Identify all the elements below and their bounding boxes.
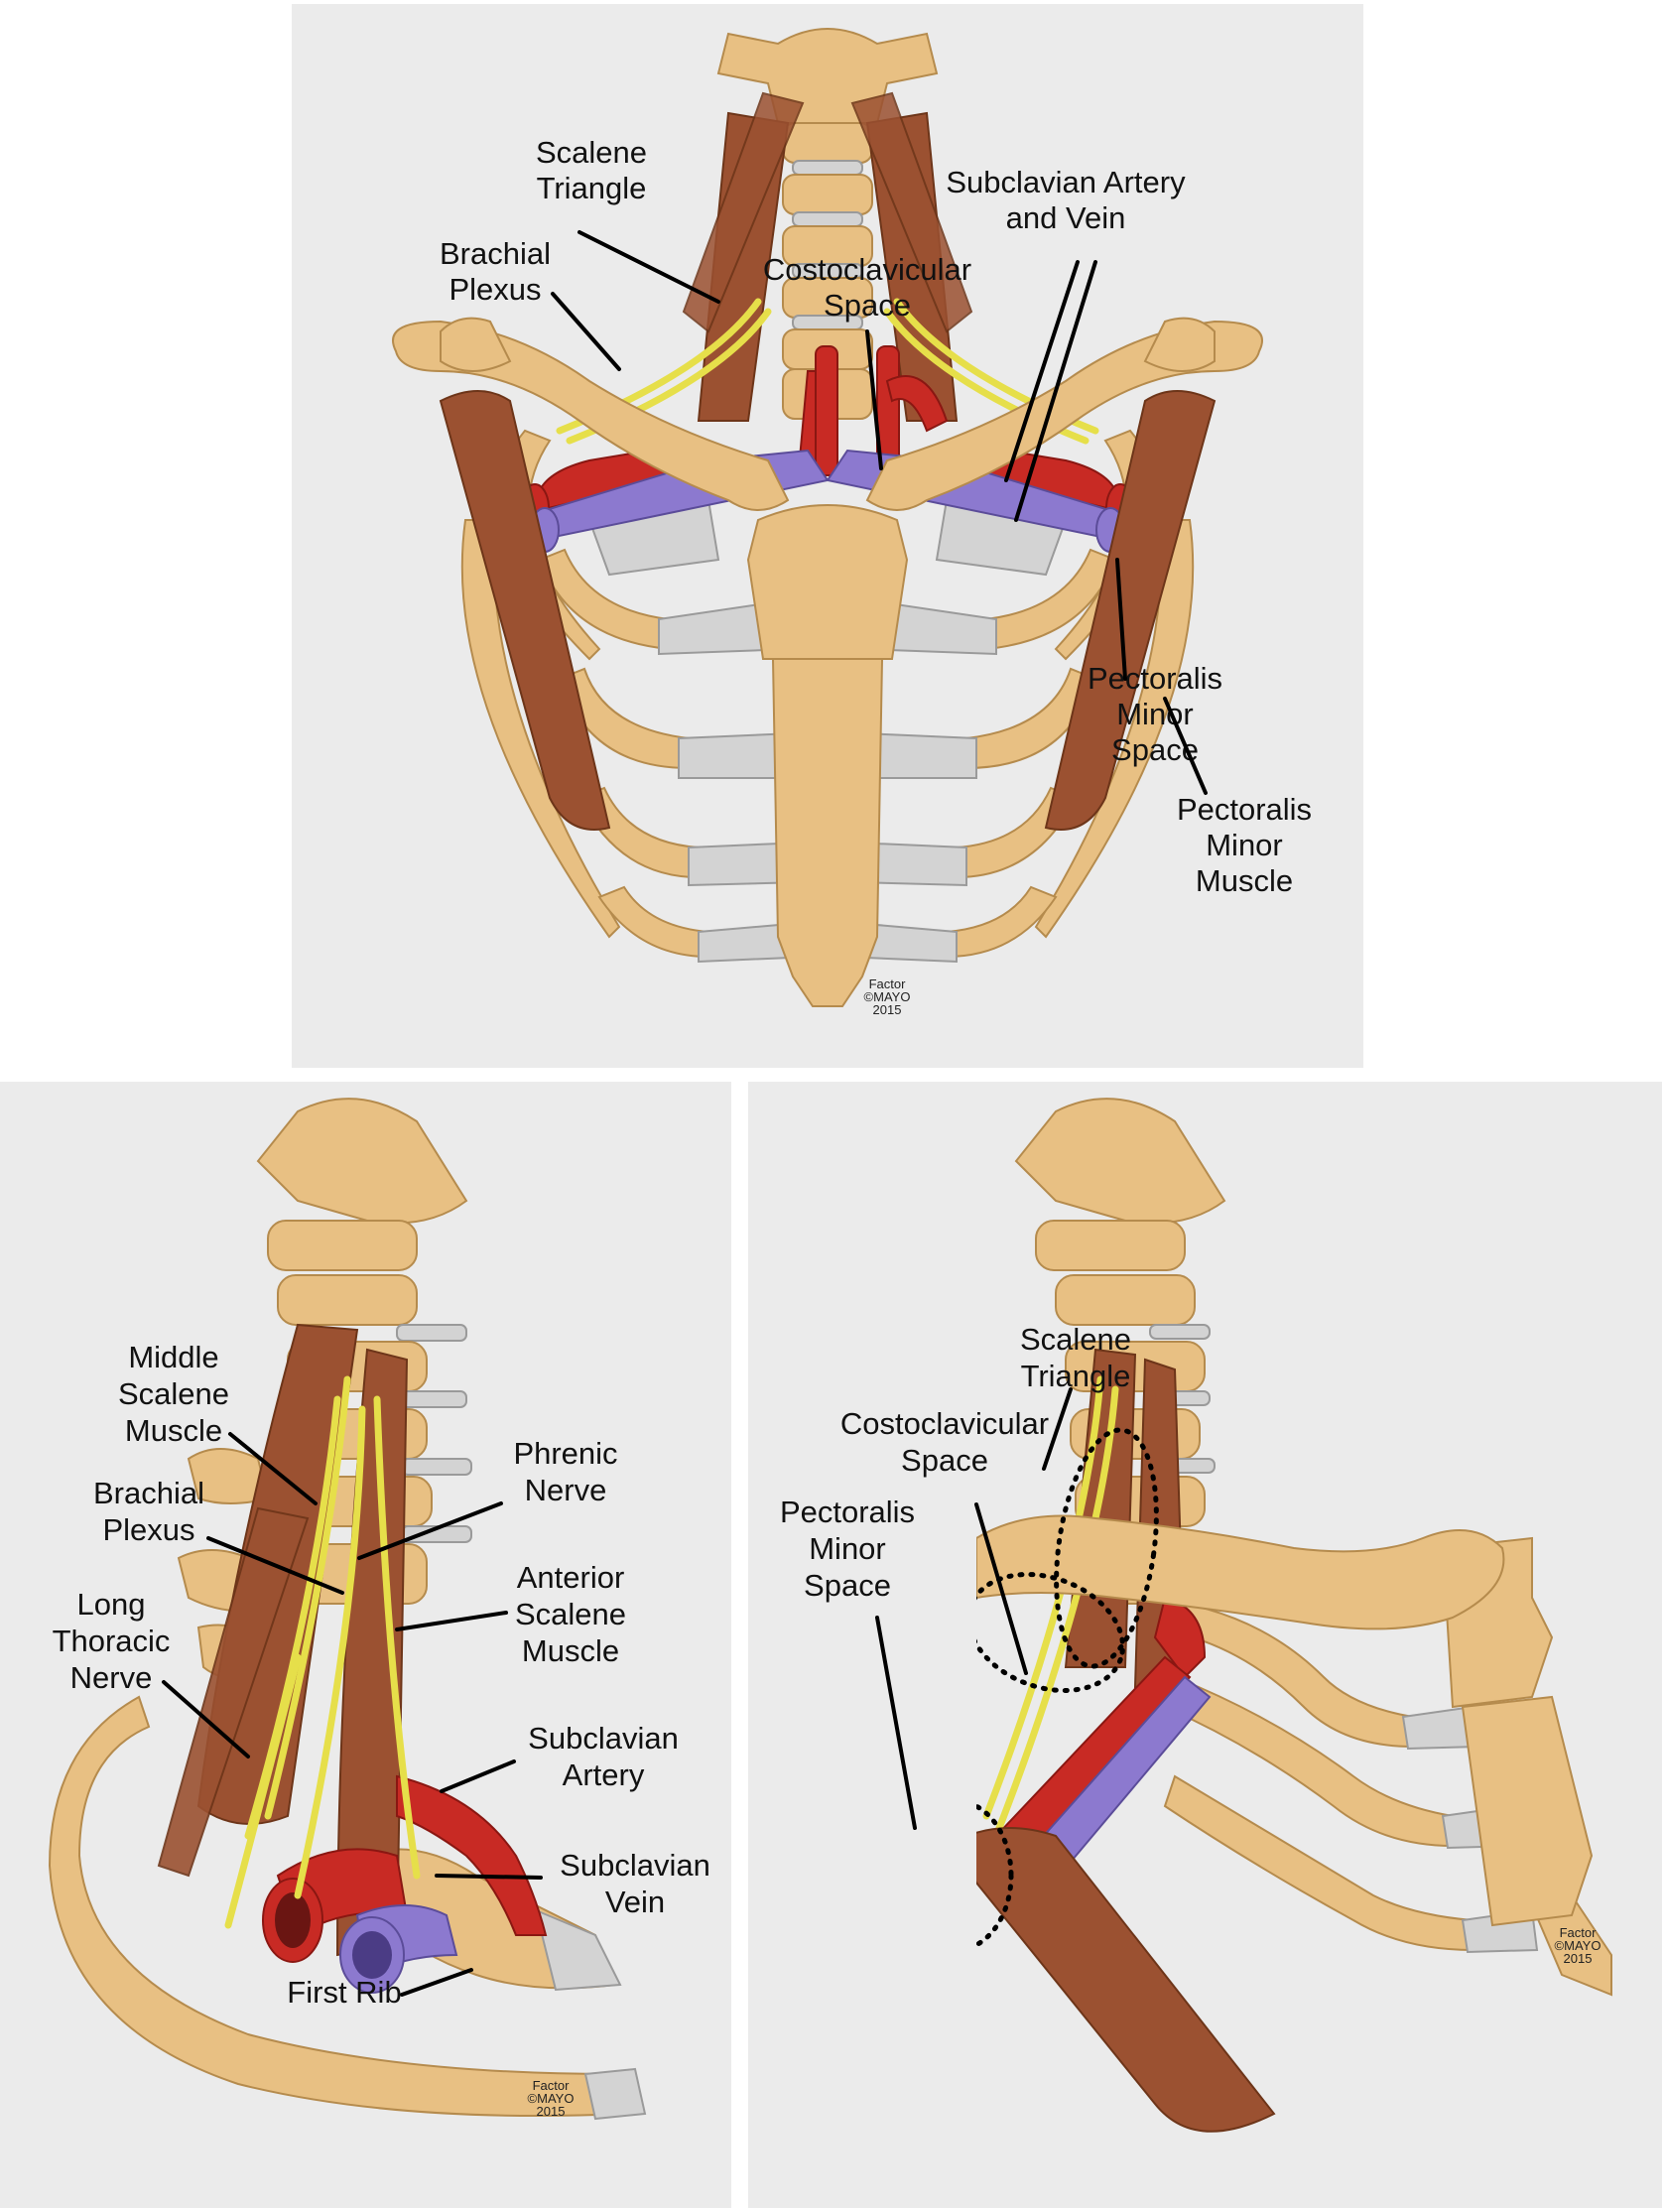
leader-anterior-scalene-muscle: [395, 1611, 508, 1631]
subclavian-vessels: [262, 1774, 548, 1994]
leader-middle-scalene-muscle: [228, 1432, 318, 1505]
svg-text:First Rib: First Rib: [287, 1975, 401, 2010]
leader-subclavian-artery: [440, 1759, 516, 1793]
leader-pectoralis-minor-space: [1115, 558, 1127, 681]
pectoralis-minor-space-outline: [976, 1803, 1014, 1948]
clavicles: [392, 317, 1263, 511]
nerves: [224, 1375, 421, 1929]
first-rib: [48, 1695, 647, 2121]
leader-costoclavicular-space: [865, 329, 883, 470]
leader-br-scalene-triangle: [1042, 1387, 1073, 1471]
leader-subclavian-artery: [1004, 260, 1080, 482]
leader-long-thoracic-nerve: [162, 1680, 250, 1758]
scalene-muscles: [157, 1323, 409, 1957]
leader-pectoralis-minor-muscle: [1163, 697, 1208, 795]
leader-br-costoclavicular-space: [974, 1502, 1028, 1675]
scalene-triangle-outline: [1054, 1427, 1159, 1669]
leader-br-pectoralis-minor-space: [875, 1616, 917, 1830]
leader-subclavian-vein: [435, 1874, 543, 1880]
leader-brachial-plexus: [551, 292, 621, 371]
costoclavicular-space-outline: [976, 1572, 1125, 1693]
clavicle: [976, 1514, 1505, 1630]
sternum: [1441, 1536, 1594, 1927]
leader-first-rib: [400, 1968, 473, 1997]
leader-phrenic-nerve: [357, 1501, 503, 1560]
label-first-rib: First Rib: [287, 1975, 401, 2010]
leader-subclavian-vein: [1014, 260, 1097, 522]
leader-brachial-plexus: [206, 1536, 344, 1595]
pectoralis-minor-muscle: [976, 1827, 1276, 2133]
sternum: [746, 504, 909, 1007]
pectoralis-minor-muscles: [439, 390, 1217, 831]
leader-scalene-triangle: [577, 230, 720, 304]
ribs: [1144, 1596, 1612, 1997]
